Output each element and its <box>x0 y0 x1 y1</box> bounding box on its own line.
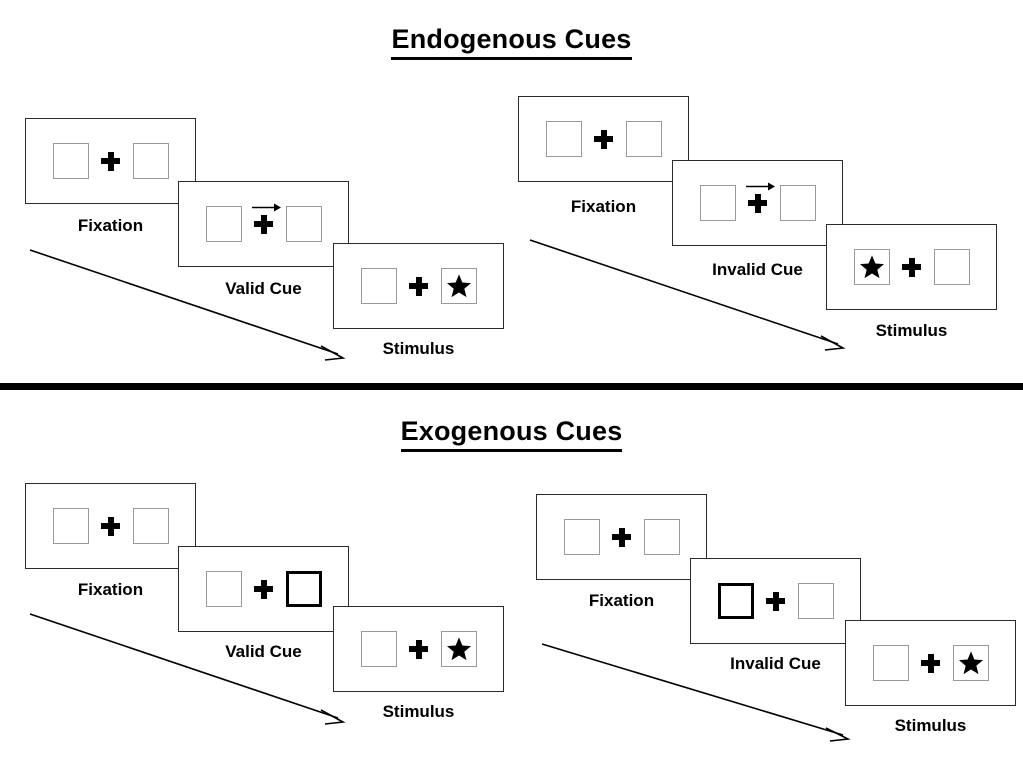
fixation-cross-icon <box>921 653 940 673</box>
trial-panel-fixation <box>25 118 196 204</box>
fixation-cross-icon <box>101 516 120 536</box>
placeholder-box-left <box>545 121 582 157</box>
panel-caption-invalid-cue: Invalid Cue <box>712 260 803 279</box>
placeholder-box-left <box>52 508 89 544</box>
fixation-cross-container <box>89 516 133 536</box>
fixation-cross-icon <box>409 276 428 296</box>
trial-panel-fixation <box>518 96 689 182</box>
placeholder-box-left <box>205 206 242 242</box>
fixation-cross-container <box>582 129 626 149</box>
panel-caption-fixation: Fixation <box>77 216 144 235</box>
placeholder-box-left <box>563 519 600 555</box>
fixation-cross-icon <box>254 214 273 234</box>
panel-caption-invalid-cue: Invalid Cue <box>730 654 821 673</box>
fixation-cross-container <box>397 276 441 296</box>
placeholder-box-right <box>797 583 834 619</box>
star-target-icon <box>446 274 471 298</box>
fixation-cross-icon <box>254 579 273 599</box>
fixation-cross-icon <box>101 151 120 171</box>
fixation-cross-icon <box>409 639 428 659</box>
fixation-cross-container <box>736 182 780 213</box>
panel-caption-fixation: Fixation <box>77 580 144 599</box>
placeholder-box-left <box>360 631 397 667</box>
placeholder-box-left <box>360 268 397 304</box>
section-divider <box>0 383 1023 390</box>
fixation-cross-icon <box>748 193 767 213</box>
panel-caption-stimulus: Stimulus <box>382 702 455 721</box>
fixation-cross-container <box>909 653 953 673</box>
star-target-icon <box>446 637 471 661</box>
placeholder-box-right <box>643 519 680 555</box>
trial-panel-stimulus <box>333 243 504 329</box>
cue-box-right-highlight <box>285 571 322 607</box>
trial-panel-valid-cue <box>178 181 349 267</box>
placeholder-box-right <box>779 185 816 221</box>
placeholder-box-left <box>699 185 736 221</box>
fixation-cross-container <box>754 591 798 611</box>
fixation-cross-icon <box>902 257 921 277</box>
fixation-cross-container <box>242 579 286 599</box>
section-title-endogenous-text: Endogenous Cues <box>391 24 632 60</box>
star-target-icon <box>859 255 884 279</box>
fixation-cross-container <box>89 151 133 171</box>
placeholder-box-right <box>285 206 322 242</box>
trial-panel-fixation <box>25 483 196 569</box>
panel-caption-stimulus: Stimulus <box>894 716 967 735</box>
panel-caption-fixation: Fixation <box>570 197 637 216</box>
fixation-cross-icon <box>594 129 613 149</box>
section-title-exogenous-text: Exogenous Cues <box>400 416 623 452</box>
target-box-right <box>952 645 989 681</box>
trial-panel-fixation <box>536 494 707 580</box>
flow-arrow-endogenous-invalid <box>528 236 853 354</box>
fixation-cross-container <box>397 639 441 659</box>
section-title-exogenous: Exogenous Cues <box>0 416 1023 452</box>
panel-caption-valid-cue: Valid Cue <box>225 642 302 661</box>
fixation-cross-container <box>600 527 644 547</box>
placeholder-box-right <box>933 249 970 285</box>
target-box-right <box>440 268 477 304</box>
target-box-left <box>853 249 890 285</box>
placeholder-box-left <box>872 645 909 681</box>
fixation-cross-icon <box>612 527 631 547</box>
placeholder-box-right <box>625 121 662 157</box>
trial-panel-invalid-cue <box>672 160 843 246</box>
panel-caption-fixation: Fixation <box>588 591 655 610</box>
trial-panel-valid-cue <box>178 546 349 632</box>
placeholder-box-left <box>205 571 242 607</box>
trial-panel-stimulus <box>826 224 997 310</box>
section-title-endogenous: Endogenous Cues <box>0 24 1023 60</box>
trial-panel-invalid-cue <box>690 558 861 644</box>
target-box-right <box>440 631 477 667</box>
placeholder-box-right <box>132 508 169 544</box>
star-target-icon <box>958 651 983 675</box>
placeholder-box-left <box>52 143 89 179</box>
panel-caption-valid-cue: Valid Cue <box>225 279 302 298</box>
cue-box-left-highlight <box>717 583 754 619</box>
trial-panel-stimulus <box>333 606 504 692</box>
panel-caption-stimulus: Stimulus <box>875 321 948 340</box>
fixation-cross-container <box>242 203 286 234</box>
panel-caption-stimulus: Stimulus <box>382 339 455 358</box>
fixation-cross-container <box>890 257 934 277</box>
placeholder-box-right <box>132 143 169 179</box>
trial-panel-stimulus <box>845 620 1016 706</box>
arrow-right-cue-icon <box>251 202 282 213</box>
fixation-cross-icon <box>766 591 785 611</box>
arrow-right-cue-icon <box>745 181 776 192</box>
